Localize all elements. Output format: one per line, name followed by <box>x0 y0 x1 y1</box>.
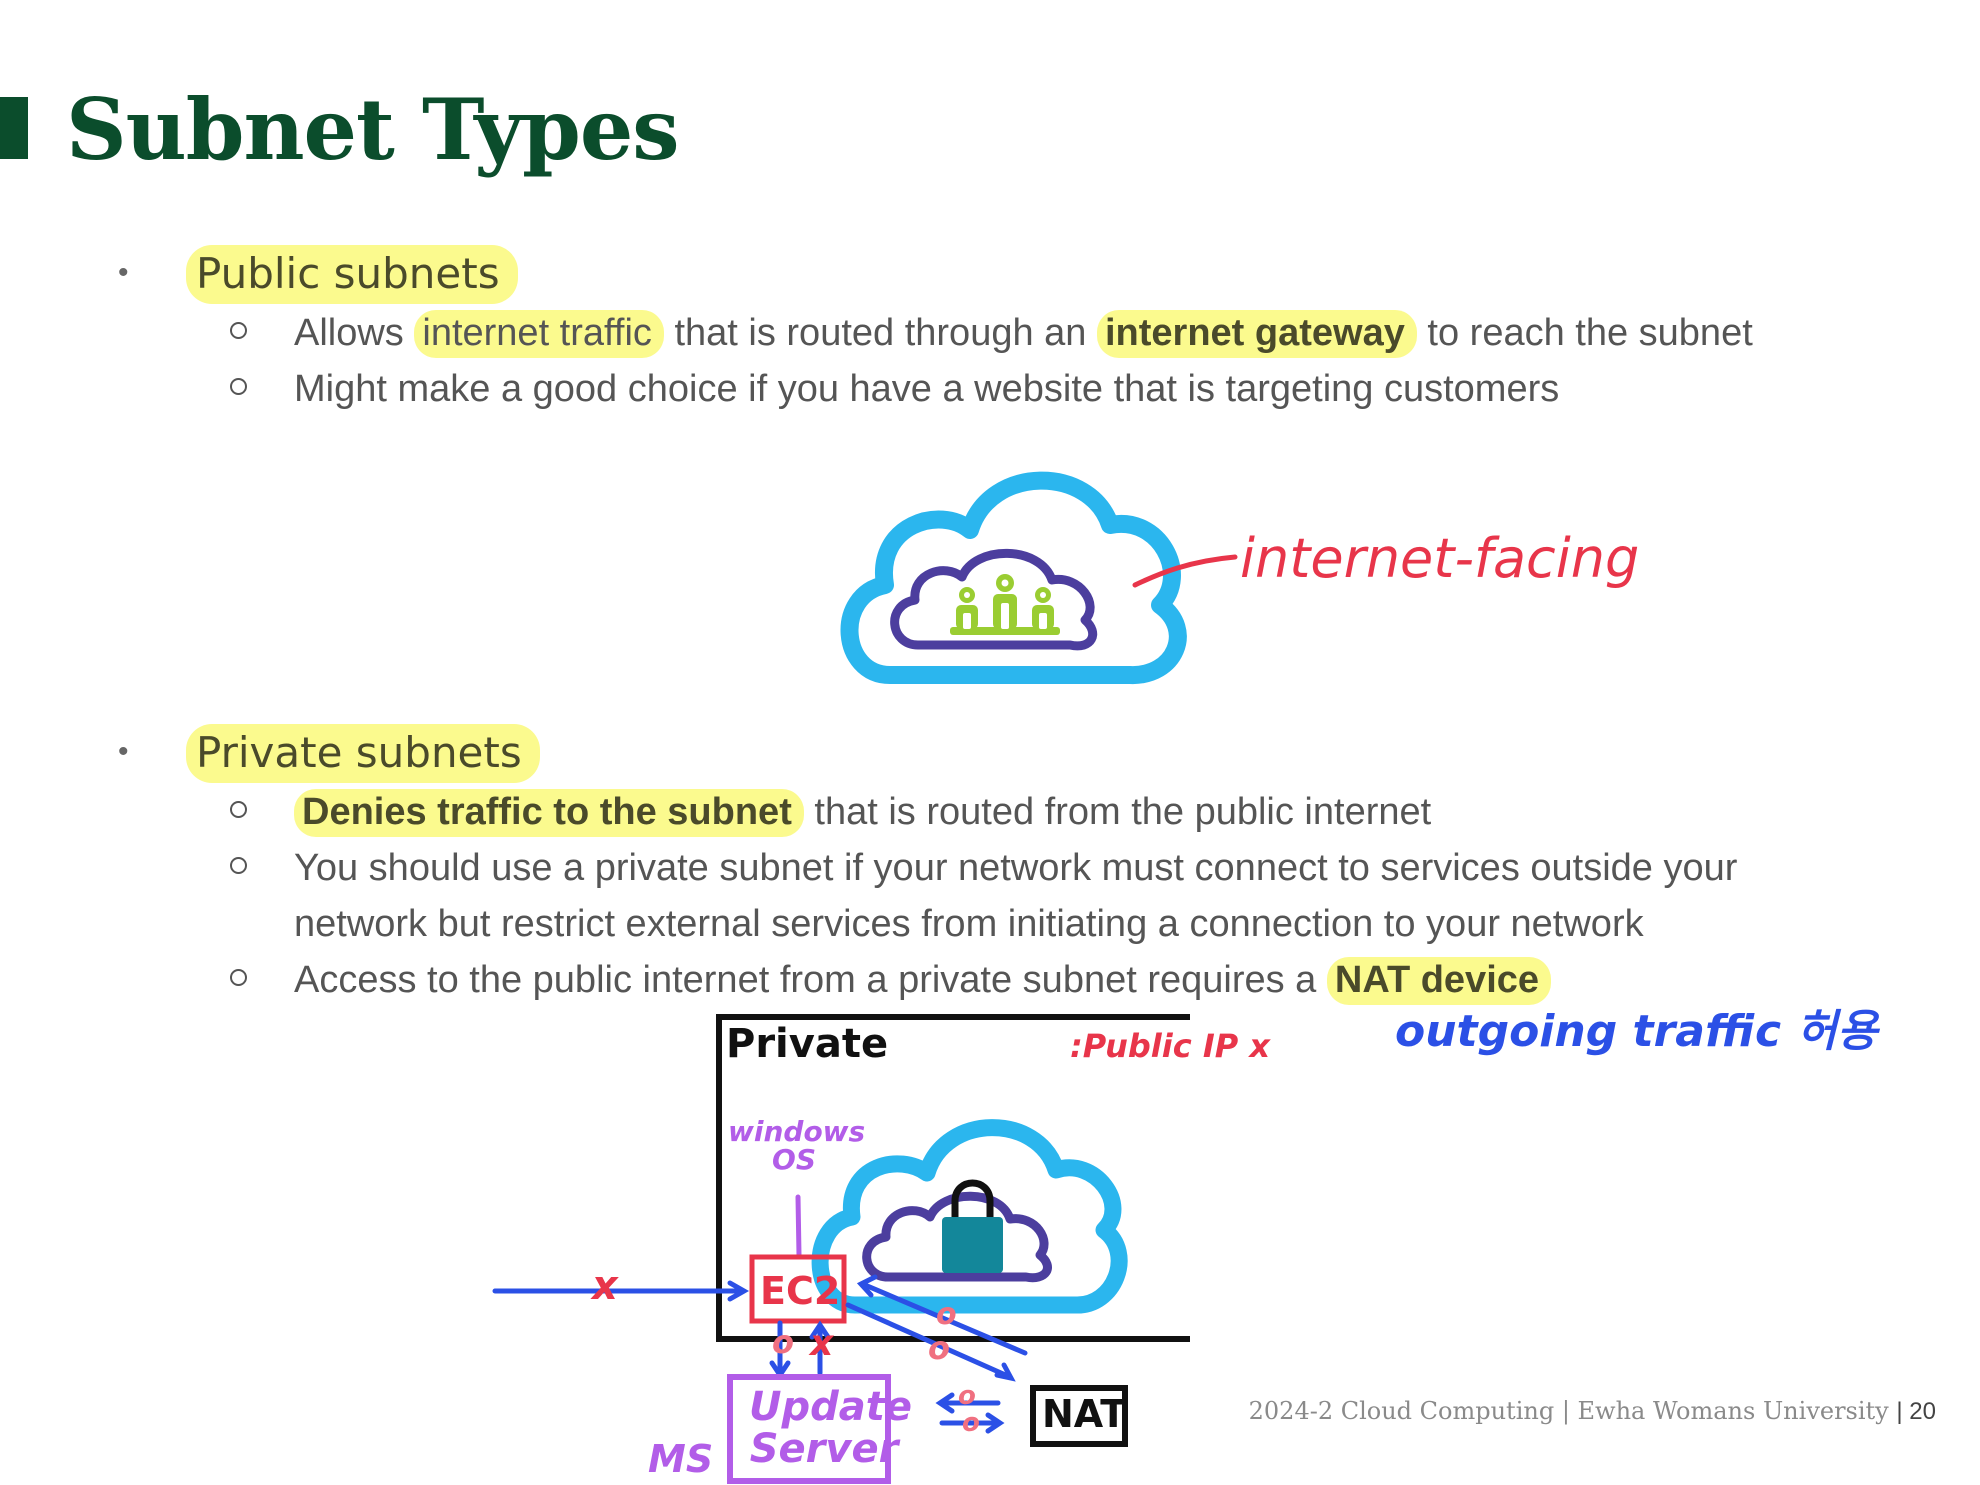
ms-label: MS <box>648 1437 714 1481</box>
ec2-box <box>749 1254 847 1324</box>
highlight-internet-traffic: internet traffic <box>414 310 664 358</box>
public-item-2: Might make a good choice if you have a w… <box>294 368 1560 410</box>
footer-text: 2024-2 Cloud Computing | Ewha Womans Uni… <box>1248 1397 1889 1425</box>
sub-bullet-marker <box>230 801 247 818</box>
bullet-label-text: Private subnets <box>186 724 540 783</box>
sub-bullet-marker <box>230 378 247 395</box>
bullet-marker: • <box>118 256 129 289</box>
nat-box <box>1030 1385 1128 1447</box>
people-icon <box>950 574 1060 635</box>
windows-os-label: windows OS <box>728 1115 866 1176</box>
highlight-nat-device: NAT device <box>1326 957 1552 1005</box>
bullet-public-subnets: Public subnets <box>186 245 518 304</box>
sub-bullet-marker <box>230 322 247 339</box>
bullet-marker: • <box>118 735 129 768</box>
page-number: | 20 <box>1896 1398 1936 1425</box>
bullet-private-subnets: Private subnets <box>186 724 540 783</box>
private-box <box>716 1014 1190 1342</box>
allowed-mark: o <box>962 1408 980 1438</box>
allowed-mark: o <box>772 1323 794 1361</box>
highlight-denies-traffic: Denies traffic to the subnet <box>294 789 804 837</box>
allowed-mark: o <box>928 1329 950 1367</box>
bullet-label-text: Public subnets <box>186 245 518 304</box>
public-ip-note: :Public IP x <box>1070 1027 1270 1065</box>
allowed-mark: o <box>958 1381 976 1411</box>
highlight-internet-gateway: internet gateway <box>1096 310 1417 358</box>
private-item-3: Access to the public internet from a pri… <box>294 952 1552 1008</box>
private-item-1: Denies traffic to the subnet that is rou… <box>294 784 1431 840</box>
nat-label: NAT <box>1042 1392 1127 1436</box>
private-cloud-icon <box>811 1119 1128 1314</box>
blocked-mark: x <box>592 1263 618 1309</box>
ec2-label: EC2 <box>760 1269 841 1313</box>
private-item-2: You should use a private subnet if your … <box>294 847 1738 945</box>
sub-bullet-marker <box>230 969 247 986</box>
private-subnet-diagram <box>492 1014 1190 1484</box>
public-cloud-icon <box>840 471 1187 684</box>
update-server-box <box>727 1374 891 1484</box>
slide-title: Subnet Types <box>66 80 680 179</box>
update-server-label: Update Server <box>749 1384 912 1472</box>
blocked-mark: x <box>810 1323 834 1364</box>
lock-icon <box>942 1179 1003 1273</box>
public-item-1: Allows internet traffic that is routed t… <box>294 305 1753 361</box>
sub-bullet-marker <box>230 857 247 874</box>
allowed-mark: o <box>936 1297 957 1332</box>
slide-footer: 2024-2 Cloud Computing | Ewha Womans Uni… <box>1249 1397 1936 1426</box>
internet-facing-note: internet-facing <box>1240 527 1640 590</box>
private-label: Private <box>726 1021 889 1067</box>
outgoing-traffic-note: outgoing traffic 허용 <box>1395 1006 1878 1057</box>
annotation-arrow <box>1132 554 1238 588</box>
title-accent-bar <box>0 97 28 159</box>
